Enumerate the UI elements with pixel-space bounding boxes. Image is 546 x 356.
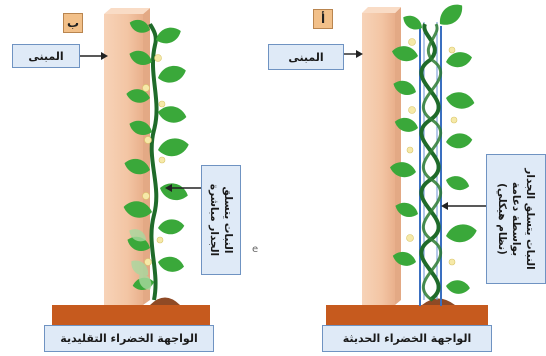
stray-text: e [252,244,258,255]
structure-label-right: المبنى [268,44,344,70]
building-wall-right [362,13,395,305]
panel-letter-right: أ [313,9,333,29]
caption-left: الواجهة الخضراء التقليدية [44,325,214,352]
soil-mound-right [422,299,455,306]
panel-right-modern [326,0,488,325]
soil-bed-left [52,305,210,325]
plant-stem-left [150,24,157,300]
plant-label-right: النبات يتسلق الجدار بواسطة دعامة (نظام ه… [486,154,546,284]
building-wall-left-top [104,8,150,14]
soil-bed-right [326,305,488,325]
panel-letter-left: ب [63,13,83,33]
plant-label-left: النبات يتسلق الجدار مباشرة [201,165,241,275]
arrowhead-structure-right [356,50,363,58]
building-wall-right-top [362,7,401,13]
structure-label-left: المبنى [12,44,80,68]
arrowhead-plant-right [441,202,448,210]
caption-right: الواجهة الخضراء الحديثة [322,325,492,352]
